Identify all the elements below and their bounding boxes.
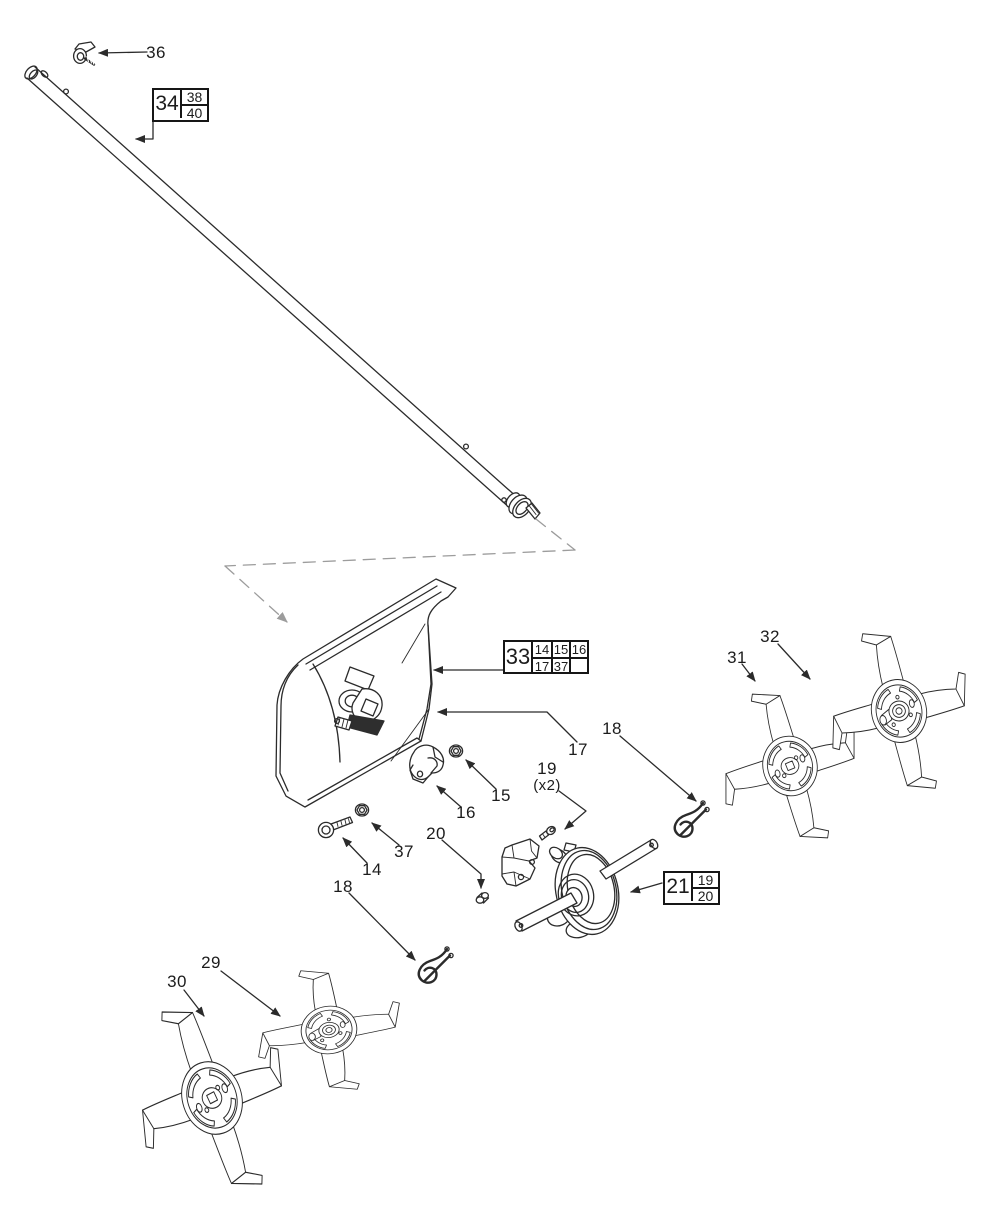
callout-box-34-main: 34: [154, 90, 182, 118]
leader-20: [441, 839, 485, 889]
callout-box-33: 33 14 15 16 17 37: [503, 640, 589, 674]
callout-box-33-cell: 37: [551, 657, 569, 674]
leader-18-left: [348, 892, 416, 961]
leader-17: [437, 708, 578, 743]
shaft-coupler: [505, 492, 541, 520]
tine-wheel-31: [701, 671, 879, 861]
leader-16: [436, 785, 462, 808]
clamp-16: [409, 744, 445, 784]
hairpin-cotter-right: [673, 799, 711, 838]
part-label-31: 31: [727, 648, 747, 668]
callout-box-33-cell: [569, 657, 587, 672]
callout-box-34: 34 38 40: [152, 88, 209, 122]
callout-box-34-cell-bottom: 40: [182, 104, 207, 120]
callout-box-33-cell: 16: [569, 642, 587, 657]
callout-box-33-cell: 15: [551, 642, 569, 657]
tine-shaft-right: [599, 838, 659, 880]
hairpin-cotter-left: [417, 945, 455, 984]
shaft-pin-hole: [649, 842, 654, 848]
shield-mount-bracket: [333, 666, 385, 736]
shaft-pin-hole: [518, 923, 524, 928]
nut-37: [354, 803, 370, 817]
screw-20: [475, 891, 490, 904]
callout-box-21-main: 21: [665, 873, 693, 901]
gearbox-housing: [546, 842, 620, 939]
lock-pin-36: [72, 41, 96, 66]
tine-shaft-left: [514, 892, 578, 932]
callout-box-33-cell: 14: [534, 642, 550, 657]
leader-box21: [630, 882, 663, 894]
part-label-19-number: 19: [537, 759, 557, 779]
leader-19: [558, 790, 587, 830]
part-label-30: 30: [167, 972, 187, 992]
callout-box-21: 21 19 20: [663, 871, 720, 905]
clutch-bracket: [501, 838, 540, 887]
tine-wheel-32: [810, 614, 988, 808]
shaft-hole: [501, 497, 507, 503]
callout-box-21-cell-bottom: 20: [693, 887, 718, 903]
callout-box-33-cell: 17: [533, 657, 551, 674]
drive-shaft-tube: [24, 65, 520, 510]
part-label-29: 29: [201, 953, 221, 973]
bolt-19: [538, 825, 556, 841]
leader-37: [371, 822, 400, 846]
leader-14: [342, 837, 368, 864]
part-label-18-left: 18: [333, 877, 353, 897]
part-label-18-right: 18: [602, 719, 622, 739]
part-label-36: 36: [146, 43, 166, 63]
callout-box-34-cell-top: 38: [186, 89, 203, 105]
leader-box34: [135, 118, 154, 143]
part-label-19-qty: (x2): [533, 777, 561, 795]
leader-32: [777, 643, 811, 680]
part-label-15: 15: [491, 786, 511, 806]
tine-wheel-30: [107, 980, 317, 1205]
shaft-hole: [462, 443, 470, 450]
shaft-hole: [62, 88, 70, 95]
part-label-14: 14: [362, 860, 382, 880]
gearbox-assembly: [501, 838, 659, 939]
callout-box-21-cell-top: 19: [697, 872, 714, 888]
leader-lines: [98, 48, 811, 1017]
part-label-17: 17: [568, 740, 588, 760]
leader-30: [183, 989, 205, 1017]
part-label-32: 32: [760, 627, 780, 647]
leader-31: [741, 663, 756, 682]
assembly-alignment-lines: [224, 518, 576, 623]
part-label-16: 16: [456, 803, 476, 823]
leader-15: [465, 759, 497, 790]
leader-36: [98, 48, 148, 57]
part-label-19: 19 (x2): [533, 760, 560, 794]
callout-box-33-main: 33: [505, 642, 533, 672]
leader-29: [220, 970, 281, 1017]
leader-18-right: [619, 735, 697, 802]
bolt-14: [317, 816, 354, 839]
nut-15: [448, 744, 464, 758]
part-label-37: 37: [394, 842, 414, 862]
shaft-hole: [40, 70, 49, 78]
guard-shield: [275, 578, 457, 808]
part-label-20: 20: [426, 824, 446, 844]
